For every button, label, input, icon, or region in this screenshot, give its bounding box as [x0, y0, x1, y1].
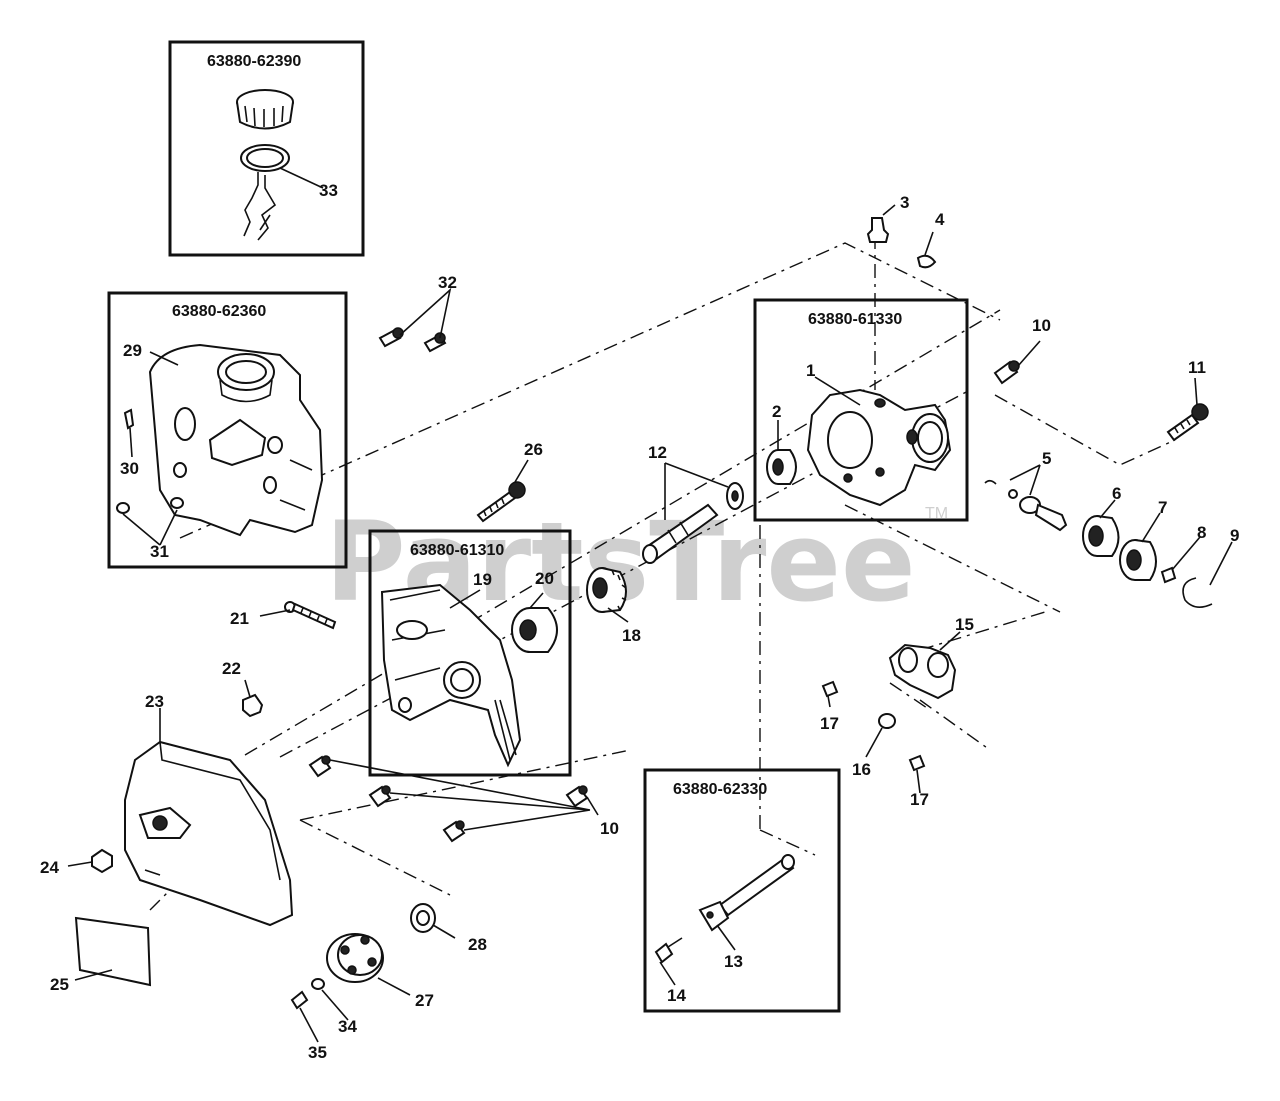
callout-22: 22	[222, 659, 241, 678]
grease-fitting-3	[866, 217, 890, 243]
recoil-cover-23	[124, 740, 294, 927]
callout-5: 5	[1042, 449, 1051, 468]
callout-27: 27	[415, 991, 434, 1010]
pulley-27	[326, 933, 384, 983]
output-shaft-assembly	[984, 479, 1213, 608]
callout-17-right: 17	[910, 790, 929, 809]
gear-housing	[806, 388, 952, 507]
callout-35: 35	[308, 1043, 327, 1062]
callout-15: 15	[955, 615, 974, 634]
callout-18: 18	[622, 626, 641, 645]
callout-10-lower: 10	[600, 819, 619, 838]
nut-16	[878, 713, 896, 729]
clamp-15	[888, 643, 957, 700]
clip-4	[916, 254, 937, 269]
part-number-label: 63880-61310	[410, 542, 504, 559]
callout-19: 19	[473, 570, 492, 589]
callout-14: 14	[667, 986, 686, 1005]
callout-11: 11	[1188, 358, 1206, 377]
box-63880-61330: 63880-61330	[753, 298, 969, 522]
callout-34: 34	[338, 1017, 357, 1036]
callout-23: 23	[145, 692, 164, 711]
callout-13: 13	[724, 952, 743, 971]
screws-32	[378, 327, 447, 353]
callout-20: 20	[535, 569, 554, 588]
callout-9: 9	[1230, 526, 1239, 545]
callout-25: 25	[50, 975, 69, 994]
callout-6: 6	[1112, 484, 1121, 503]
part-number-label: 63880-61330	[808, 311, 902, 328]
box-63880-61310: 63880-61310	[368, 529, 572, 777]
callout-33: 33	[319, 181, 338, 200]
fuel-tank	[148, 343, 324, 537]
fitting-22	[242, 693, 264, 718]
washer-28	[410, 903, 436, 933]
watermark-tm: TM	[925, 505, 948, 522]
callout-24: 24	[40, 858, 59, 877]
callout-2: 2	[772, 402, 781, 421]
part-number-label: 63880-62360	[172, 303, 266, 320]
callout-10-upper: 10	[1032, 316, 1051, 335]
bearing-20	[511, 607, 558, 653]
callout-29: 29	[123, 341, 142, 360]
leader-lines	[67, 167, 1233, 1043]
callout-28: 28	[468, 935, 487, 954]
assembly-lines	[149, 235, 1176, 911]
bearing-2	[766, 449, 797, 485]
bolt-26	[476, 481, 526, 523]
callout-1: 1	[806, 361, 815, 380]
callout-8: 8	[1197, 523, 1206, 542]
screw-10-upper	[993, 360, 1020, 385]
callout-16: 16	[852, 760, 871, 779]
part-number-label: 63880-62330	[673, 781, 767, 798]
callout-3: 3	[900, 193, 909, 212]
bolt-11	[1166, 403, 1209, 442]
callout-17-left: 17	[820, 714, 839, 733]
callout-30: 30	[120, 459, 139, 478]
box-63880-62390: 63880-62390	[168, 40, 365, 257]
screw-14	[654, 937, 683, 964]
callout-31: 31	[150, 542, 169, 561]
callout-32: 32	[438, 273, 457, 292]
callout-12: 12	[648, 443, 667, 462]
rod-13	[698, 854, 795, 932]
washer-34	[311, 978, 325, 990]
nut-24	[91, 848, 113, 874]
callout-4: 4	[935, 210, 945, 229]
label-25	[74, 916, 152, 987]
screws-17	[821, 680, 926, 772]
fuel-cap	[236, 89, 294, 241]
box-63880-62330: 63880-62330	[643, 768, 841, 1013]
box-63880-62360: 63880-62360	[107, 291, 348, 569]
part-number-label: 63880-62390	[207, 53, 301, 70]
small-parts-30-31	[116, 408, 184, 514]
gear-18	[586, 567, 627, 613]
callout-21: 21	[230, 609, 249, 628]
callout-numbers: 1 2 3 4 5 6 7 8 9 10 10 11 12 13 14 15 1…	[40, 181, 1239, 1062]
screw-35	[290, 990, 309, 1010]
shaft-12	[642, 482, 744, 564]
callout-26: 26	[524, 440, 543, 459]
callout-7: 7	[1158, 498, 1167, 517]
clutch-cover	[380, 583, 522, 768]
bolt-21	[284, 601, 337, 630]
